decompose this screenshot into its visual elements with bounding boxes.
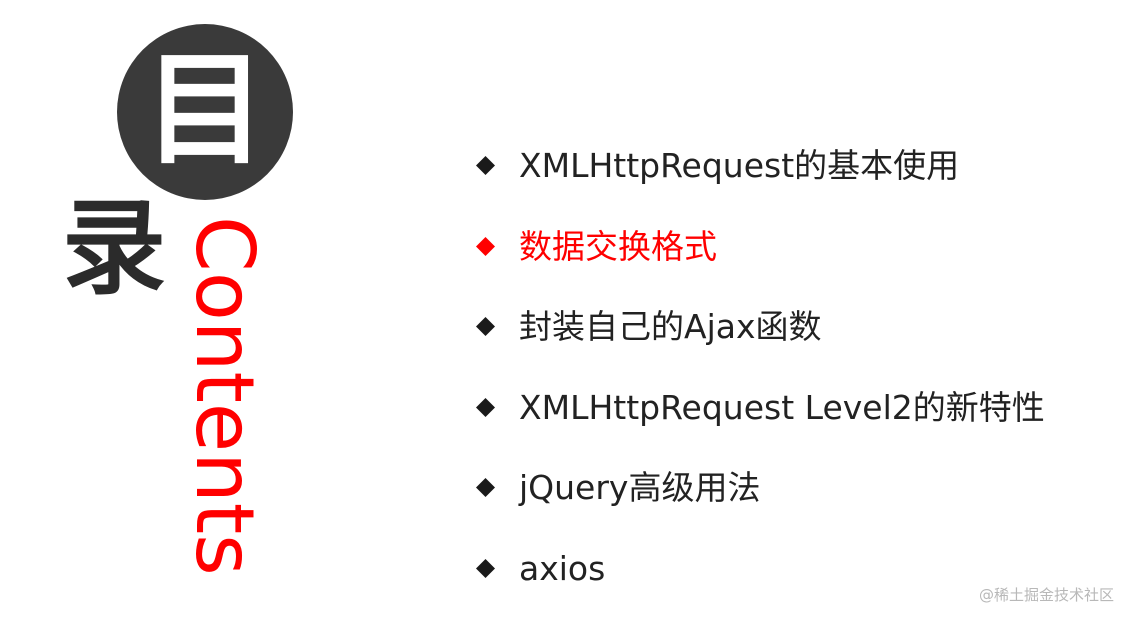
contents-vertical-label: Contents <box>186 216 262 590</box>
toc-item-label: axios <box>519 541 605 597</box>
toc-item-1[interactable]: 数据交换格式 <box>473 219 1045 300</box>
toc-item-label: 封装自己的Ajax函数 <box>519 299 822 355</box>
contents-vertical-wrapper: Contents <box>186 216 262 590</box>
title-char-top: 目 <box>144 49 266 171</box>
toc-item-4[interactable]: jQuery高级用法 <box>473 460 1045 541</box>
toc-list: XMLHttpRequest的基本使用 数据交换格式 封装自己的Ajax函数 X… <box>473 138 1045 621</box>
toc-item-5[interactable]: axios <box>473 541 1045 621</box>
toc-item-label: jQuery高级用法 <box>519 460 760 516</box>
title-circle: 目 <box>117 24 293 200</box>
toc-item-0[interactable]: XMLHttpRequest的基本使用 <box>473 138 1045 219</box>
diamond-bullet-icon <box>476 559 495 578</box>
toc-item-label: 数据交换格式 <box>519 219 717 275</box>
watermark-text: @稀土掘金技术社区 <box>979 584 1114 605</box>
toc-item-label: XMLHttpRequest Level2的新特性 <box>519 380 1045 436</box>
toc-item-2[interactable]: 封装自己的Ajax函数 <box>473 299 1045 380</box>
diamond-bullet-icon <box>476 317 495 336</box>
title-char-bottom: 录 <box>62 196 166 300</box>
diamond-bullet-icon <box>476 237 495 256</box>
toc-item-3[interactable]: XMLHttpRequest Level2的新特性 <box>473 380 1045 461</box>
diamond-bullet-icon <box>476 156 495 175</box>
diamond-bullet-icon <box>476 398 495 417</box>
toc-item-label: XMLHttpRequest的基本使用 <box>519 138 959 194</box>
diamond-bullet-icon <box>476 478 495 497</box>
